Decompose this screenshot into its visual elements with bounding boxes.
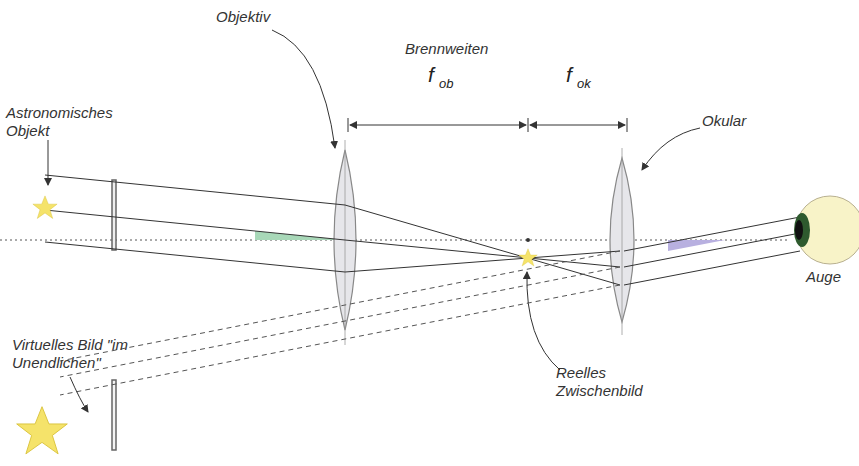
focal-subscript: ob — [439, 76, 453, 92]
light-ray — [45, 175, 800, 285]
dimension-title: Brennweiten — [405, 40, 488, 58]
aperture-bar — [112, 180, 116, 450]
focal-point — [526, 238, 530, 242]
part-name: Okular — [702, 112, 746, 130]
focal-bracket — [348, 118, 627, 132]
leader-arrow — [48, 30, 700, 412]
part-name: Auge — [806, 268, 841, 286]
part-name: Objektiv — [216, 8, 270, 26]
part-name: Reelles Zwischenbild — [556, 364, 656, 400]
focal-symbol: f — [428, 62, 434, 87]
eye — [794, 196, 859, 264]
part-name: Virtuelles Bild "im Unendlichen" — [12, 336, 142, 372]
star — [17, 196, 538, 454]
focal-subscript: ok — [577, 76, 591, 92]
part-name: Astronomisches Objekt — [6, 104, 126, 140]
focal-symbol: f — [566, 62, 572, 87]
virtual-ray — [60, 251, 620, 395]
